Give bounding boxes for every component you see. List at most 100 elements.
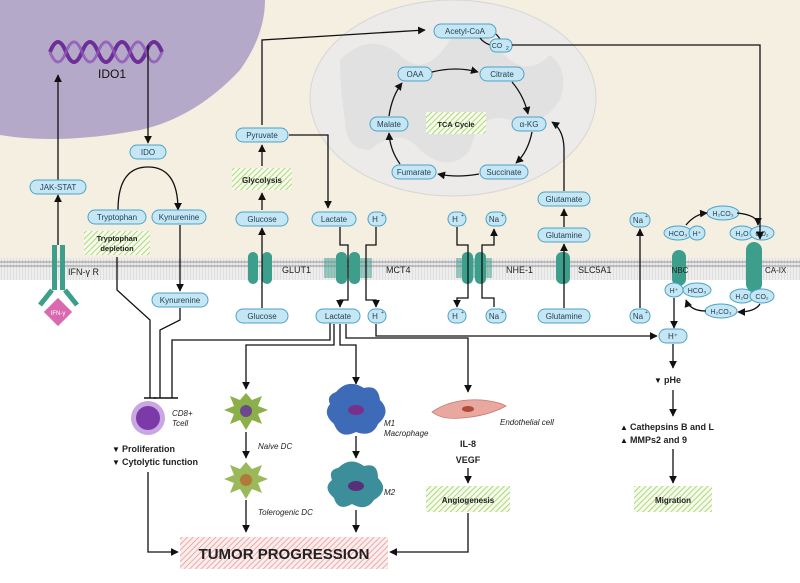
inhibit-tryp-tcell — [116, 257, 151, 398]
kynurenine-top-text: Kynurenine — [159, 213, 200, 222]
h-b-text: H⁺ — [670, 288, 679, 295]
h-a-pill — [688, 225, 706, 241]
inhibit-lactate-tcell — [171, 320, 331, 398]
glut1-label: GLUT1 — [282, 265, 311, 275]
tryp-depletion-line1: Tryptophan — [97, 234, 138, 243]
arrow-fumarate-malate — [385, 132, 401, 165]
tryptophan-text: Tryptophan — [97, 213, 137, 222]
cd8-label-line2: Tcell — [172, 419, 188, 428]
ifng-text: IFN-γ — [51, 311, 66, 317]
mct4-label: MCT4 — [386, 265, 411, 275]
tumor-progression-text: TUMOR PROGRESSION — [199, 546, 370, 563]
arrow-lactate-naive-dc — [242, 324, 335, 390]
glutamine-in-pill — [537, 227, 591, 243]
arrow-h-to-ecm — [375, 324, 658, 340]
h-ecm-pill — [658, 328, 688, 344]
nbc-label: NBC — [672, 266, 689, 275]
arrow-pyruvate-acetylcoa — [261, 26, 426, 125]
glucose-out-text: Glucose — [247, 312, 277, 321]
na-out-nbc-pill — [629, 308, 651, 324]
nucleus — [0, 0, 265, 139]
arrow-citrate-akg — [511, 81, 531, 115]
kynurenine-bottom-pill — [151, 292, 209, 308]
glutamine-out-text: Glutamine — [546, 312, 583, 321]
fumarate-pill — [391, 164, 437, 180]
caix-label: CA-IX — [765, 266, 787, 275]
hco3-b-text: HCO₃ — [688, 288, 707, 295]
arrow-lactate-m1 — [339, 324, 360, 385]
nhe1-transporter-icon — [456, 252, 492, 284]
mmps-text: MMPs2 and 9 — [630, 435, 687, 445]
m2-label: M2 — [384, 488, 396, 497]
lactate-in-pill — [311, 211, 357, 227]
co2-top-sub: 2 — [506, 46, 509, 52]
malate-text: Malate — [377, 120, 402, 129]
h2co3-b-text: H₂CO₃ — [710, 309, 731, 316]
m1-label-line1: M1 — [384, 419, 395, 428]
ido-pill — [129, 144, 167, 160]
il8-text: IL-8 — [460, 439, 476, 449]
pyruvate-pill — [235, 127, 289, 143]
h-in-mct-sup: + — [381, 213, 384, 219]
citrate-text: Citrate — [490, 70, 514, 79]
arrow-succinate-fumarate — [437, 171, 480, 180]
jak-stat-text: JAK-STAT — [40, 183, 77, 192]
co2-b-text: CO₂ — [755, 294, 769, 301]
na-out-nbc-text: Na — [633, 312, 644, 321]
na-in-nbc-sup: + — [645, 214, 648, 220]
arrow-trp-kyn — [117, 166, 182, 211]
lactate-in-text: Lactate — [321, 215, 348, 224]
akg-text: α-KG — [520, 120, 539, 129]
migration-text: Migration — [655, 496, 691, 505]
fumarate-text: Fumarate — [397, 168, 432, 177]
tryptophan-depletion-box — [84, 231, 150, 255]
caix-enzyme-icon — [746, 242, 762, 292]
arrow-angiogenesis-progression — [389, 513, 469, 556]
ido1-label: IDO1 — [98, 67, 126, 81]
h-out-mct-sup: + — [381, 310, 384, 316]
malate-pill — [369, 116, 409, 132]
h-out-nhe-text: H — [452, 312, 458, 321]
migration-box — [634, 486, 712, 512]
co2-top-text: CO — [492, 43, 503, 50]
lactate-out-pill — [315, 308, 361, 324]
cd8-label-line1: CD8+ — [172, 409, 193, 418]
succinate-pill — [479, 164, 529, 180]
naive-dc-icon — [224, 393, 268, 430]
lactate-out-text: Lactate — [325, 312, 352, 321]
up-arrow-mmps-icon: ▲ — [620, 436, 628, 445]
endothelial-cell-icon — [431, 399, 507, 419]
jak-stat-pill — [29, 179, 87, 195]
arrow-tcell-progression — [147, 472, 179, 556]
slc5a1-label: SLC5A1 — [578, 265, 612, 275]
dna-helix-icon — [48, 40, 164, 64]
h-in-mct-pill — [367, 211, 387, 227]
arrow-h-export-nhe — [453, 227, 469, 308]
na-in-nhe-pill — [485, 211, 507, 227]
na-in-nhe-sup: + — [501, 213, 504, 219]
arrow-h2co3-co2 — [736, 212, 762, 226]
h-out-mct-pill — [367, 308, 387, 324]
arrow-oaa-citrate — [431, 66, 479, 74]
na-in-nbc-text: Na — [633, 216, 644, 225]
glutamate-pill — [537, 191, 591, 207]
h2co3-a-text: H₂CO₃ — [712, 211, 733, 218]
down-arrow-cytolytic-icon: ▼ — [112, 458, 120, 467]
arrow-lactate-export — [336, 227, 349, 308]
m1-macrophage-icon — [326, 383, 386, 435]
glutamate-text: Glutamate — [546, 195, 583, 204]
h-out-nhe-sup: + — [461, 310, 464, 316]
glucose-in-text: Glucose — [247, 215, 277, 224]
ifng-receptor-icon — [38, 245, 79, 307]
arrow-lactate-endothelial — [345, 324, 472, 393]
glucose-in-pill — [235, 211, 289, 227]
co2-a-text: CO₂ — [755, 231, 769, 238]
oaa-text: OAA — [407, 70, 425, 79]
m1-label-line2: Macrophage — [384, 429, 429, 438]
arrow-h-export-mct — [365, 227, 380, 308]
h-in-nhe-pill — [447, 211, 467, 227]
down-arrow-proliferation-icon: ▼ — [112, 445, 120, 454]
hco3-b-pill — [682, 282, 712, 298]
h-ecm-text: H⁺ — [668, 332, 678, 341]
na-in-nbc-pill — [629, 212, 651, 228]
